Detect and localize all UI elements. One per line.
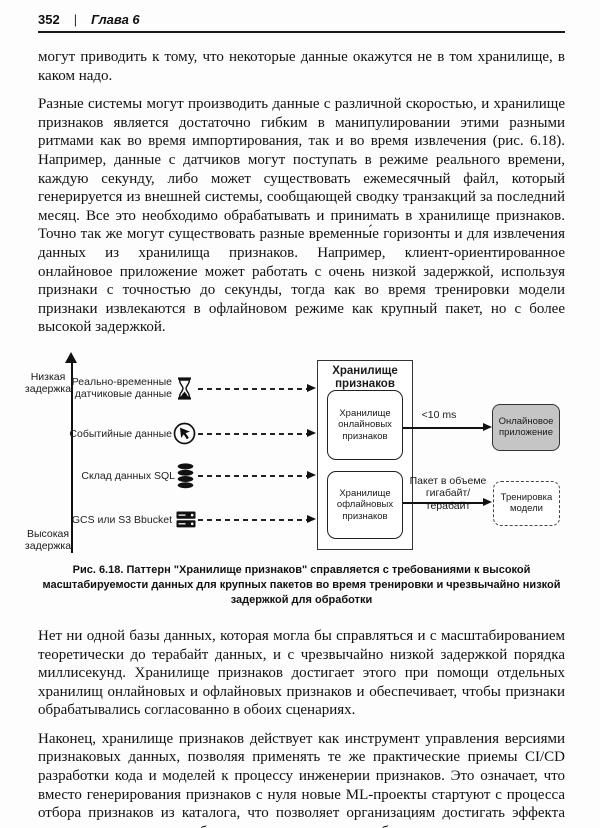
paragraph-3: Нет ни одной базы данных, которая могла …: [38, 627, 565, 719]
source-label-event-data: Событийные данные: [69, 427, 172, 440]
axis-label-high-latency: Высокая задержка: [24, 527, 72, 553]
online-arrow-line: [403, 426, 484, 429]
figure-caption: Рис. 6.18. Паттерн "Хранилище признаков"…: [38, 563, 565, 608]
offline-feature-store-box: Хранилище офлайновых признаков: [327, 470, 403, 539]
server-icon: [176, 511, 196, 528]
axis-label-low-latency: Низкая задержка: [24, 370, 72, 396]
flow-dashed-line-3: [198, 474, 308, 477]
figure-caption-label: Рис. 6.18.: [72, 563, 124, 576]
flow-arrowhead-1: [307, 384, 316, 393]
flow-dashed-line-2: [198, 432, 308, 435]
figure-caption-text: Паттерн "Хранилище признаков" справляетс…: [42, 563, 561, 606]
online-application-box: Онлайновое приложение: [492, 403, 560, 451]
database-icon: [177, 463, 194, 489]
source-label-gcs-s3: GCS или S3 Bbucket: [71, 513, 172, 526]
flow-dashed-line-4: [198, 518, 308, 521]
source-label-realtime-sensor: Реально-временные датчиковые данные: [71, 375, 172, 401]
paragraph-2: Разные системы могут производить данные …: [38, 96, 565, 336]
hourglass-icon: [178, 377, 191, 400]
chapter-title: Глава 6: [91, 12, 140, 27]
online-feature-store-box: Хранилище онлайновых признаков: [327, 389, 403, 460]
paragraph-1: могут приводить к тому, что некоторые да…: [38, 49, 565, 84]
flow-arrowhead-4: [307, 515, 316, 524]
page-header: 352 | Глава 6: [38, 0, 565, 27]
figure-6-18-diagram: Низкая задержка Высокая задержка Реально…: [0, 347, 600, 559]
axis-arrowhead-up: [65, 351, 77, 363]
header-separator: |: [73, 12, 78, 27]
offline-arrow-label: Пакет в объеме гигабайт/терабайт: [409, 474, 487, 512]
header-rule: [38, 31, 565, 33]
flow-dashed-line-1: [198, 387, 308, 390]
flow-arrowhead-2: [307, 429, 316, 438]
offline-arrow-line: [403, 501, 484, 504]
page-number: 352: [38, 12, 60, 27]
online-arrowhead: [483, 423, 492, 432]
feature-store-title: Хранилище признаков: [332, 364, 398, 390]
online-arrow-label: <10 ms: [421, 408, 457, 421]
cursor-icon: [173, 422, 196, 445]
latency-axis-line: [71, 360, 74, 553]
flow-arrowhead-3: [307, 471, 316, 480]
model-training-box: Тренировка модели: [493, 480, 560, 526]
offline-arrowhead: [483, 498, 492, 507]
source-label-sql-warehouse: Склад данных SQL: [81, 469, 175, 482]
paragraph-4: Наконец, хранилище признаков действует к…: [38, 730, 565, 828]
